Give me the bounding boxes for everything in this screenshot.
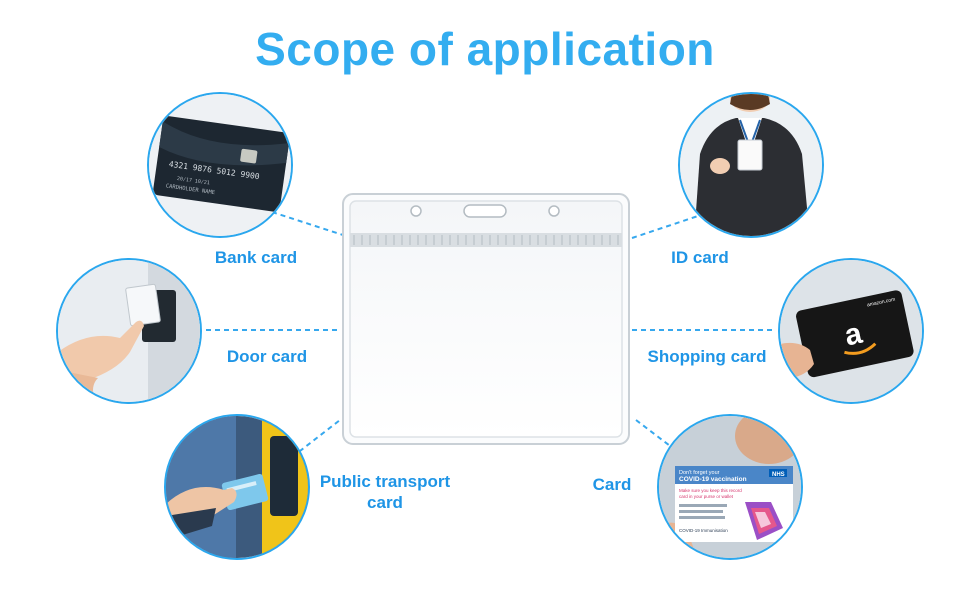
card-heading-1: Don't forget your <box>679 470 720 476</box>
id-card-icon <box>678 92 824 238</box>
shopping-card-glyph: a <box>842 317 865 353</box>
label-transport-line1: Public transport <box>319 472 451 491</box>
shopping-card-brand: amazon.com <box>867 297 896 309</box>
transport-card-icon <box>164 414 310 560</box>
card-heading-2: COVID-19 vaccination <box>679 476 747 483</box>
card-badge: NHS <box>772 472 785 478</box>
label-bank-card: Bank card <box>214 248 298 267</box>
label-door-card: Door card <box>226 347 308 366</box>
label-card: Card <box>592 475 632 494</box>
label-shopping-card: Shopping card <box>647 347 767 366</box>
vaccination-card-icon: Don't forget your COVID-19 vaccination N… <box>657 414 803 560</box>
label-transport-line2: card <box>367 493 403 512</box>
card-line-1: Make sure you keep this record <box>679 488 742 493</box>
door-card-icon <box>56 258 202 404</box>
card-line-2: card in your purse or wallet <box>679 494 734 499</box>
bank-card-date: 20/17 10/21 <box>176 176 210 187</box>
badge-holder-icon <box>342 193 630 445</box>
label-id-card: ID card <box>671 248 729 267</box>
label-transport-card: Public transport card <box>318 471 452 513</box>
shopping-card-icon: amazon.com a <box>778 258 924 404</box>
bank-card-icon: 4321 9876 5012 9900 20/17 10/21 CARDHOLD… <box>147 92 293 238</box>
page-title: Scope of application <box>255 23 715 75</box>
card-footer: COVID-19 Immunisation <box>679 528 728 533</box>
